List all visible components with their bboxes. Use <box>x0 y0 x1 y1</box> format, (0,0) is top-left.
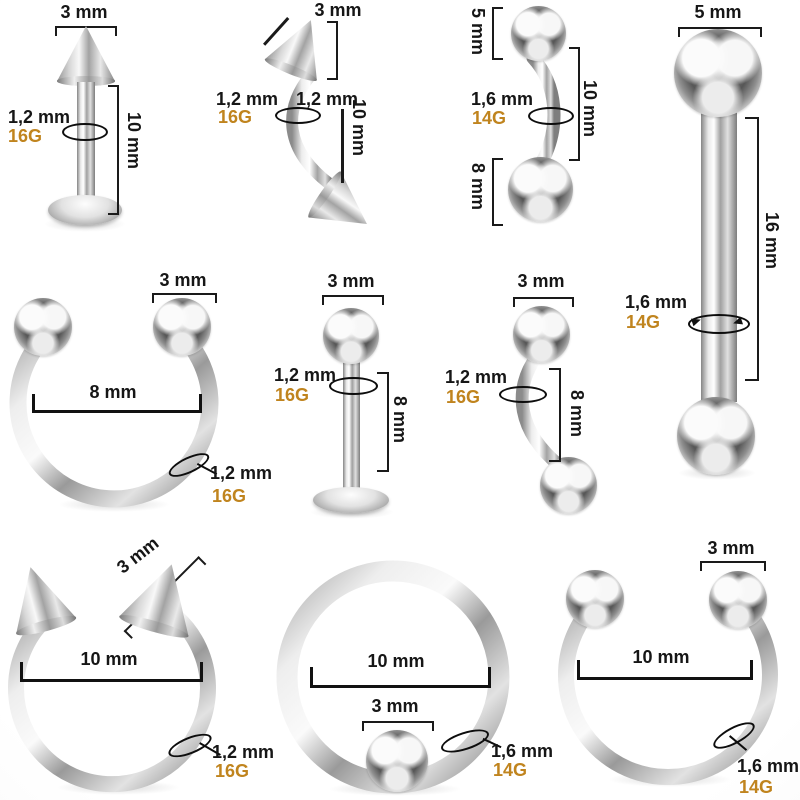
dim-label-thickness: 1,2 mm <box>216 89 279 109</box>
ball-bottom <box>508 157 573 222</box>
dim-label-ball: 3 mm <box>371 696 419 716</box>
dim-gap-line <box>20 662 203 682</box>
dim-bracket <box>513 297 574 307</box>
curved-shaft <box>286 70 337 191</box>
dim-label-thickness: 1,2 mm <box>210 463 273 483</box>
gauge-label: 14G <box>472 108 507 128</box>
diameter-ellipse-icon <box>499 386 547 403</box>
gauge-label: 16G <box>446 387 481 407</box>
gauge-label: 16G <box>275 385 310 405</box>
dim-bracket <box>745 117 759 381</box>
horseshoe-ring <box>558 597 778 786</box>
labret-disc-base <box>48 195 122 225</box>
dim-bracket <box>152 293 217 303</box>
ball-left <box>14 298 72 356</box>
gauge-label: 14G <box>626 312 661 332</box>
ball-right <box>153 298 211 356</box>
dim-bracket <box>377 372 389 472</box>
diameter-ellipse-icon <box>62 123 108 141</box>
gauge-label: 16G <box>212 486 247 506</box>
dim-label-ball: 3 mm <box>159 270 207 290</box>
dim-label-thickness: 1,6 mm <box>471 89 534 109</box>
dim-label-bottom-ball: 8 mm <box>467 163 488 211</box>
dim-label-top-ball: 5 mm <box>694 2 742 22</box>
dim-gap-line <box>310 667 491 688</box>
dim-label-thickness: 1,2 mm <box>445 367 508 387</box>
curved-shaft <box>515 349 567 473</box>
dim-label-length: 8 mm <box>389 396 410 444</box>
dim-bracket <box>492 158 503 226</box>
dim-label-thickness: 1,2 mm <box>296 89 359 109</box>
dim-bracket <box>549 368 561 462</box>
ball-bottom <box>540 457 597 514</box>
dim-bracket <box>700 561 766 571</box>
ball-top <box>511 6 566 61</box>
gauge-label: 16G <box>218 107 253 127</box>
dim-label-thickness: 1,6 mm <box>625 292 688 312</box>
dim-label-length: 10 mm <box>123 112 144 170</box>
dim-label-thickness: 1,6 mm <box>737 756 800 776</box>
gauge-label: 14G <box>493 760 528 780</box>
dim-bracket <box>569 47 580 161</box>
dim-bracket <box>678 27 762 37</box>
diameter-ellipse-icon <box>528 107 574 125</box>
captive-ball <box>366 730 428 792</box>
dim-label-length: 10 mm <box>348 99 369 157</box>
dim-label-thickness: 1,2 mm <box>212 742 275 762</box>
spike-cone <box>57 26 115 86</box>
gauge-label: 16G <box>8 126 43 146</box>
horseshoe-ring <box>8 612 216 793</box>
dim-label-thickness: 1,6 mm <box>491 741 554 761</box>
shaft <box>701 110 737 402</box>
dim-bracket <box>108 85 119 215</box>
dim-bracket <box>327 21 338 80</box>
diameter-ellipse-icon <box>275 107 321 124</box>
ball-top <box>513 306 570 363</box>
dim-label-thickness: 1,2 mm <box>8 107 71 127</box>
dim-gap-line <box>32 394 202 413</box>
ball-bottom <box>677 397 755 475</box>
dim-label-thickness: 1,2 mm <box>274 365 337 385</box>
ball-top <box>674 29 762 117</box>
ball-left <box>566 570 624 628</box>
dim-label-width: 3 mm <box>60 2 108 22</box>
dim-label-gap: 10 mm <box>632 647 690 667</box>
dim-bracket <box>492 7 503 60</box>
dim-line <box>341 109 344 183</box>
shaft <box>77 82 95 204</box>
dim-label-length: 10 mm <box>579 80 600 138</box>
dim-label-ball: 3 mm <box>517 271 565 291</box>
dim-label-gap: 10 mm <box>80 649 138 669</box>
dim-bracket <box>362 721 434 731</box>
dim-label-ball: 3 mm <box>327 271 375 291</box>
dim-label-top-ball: 5 mm <box>467 8 488 56</box>
gauge-label: 16G <box>215 761 250 781</box>
diameter-ellipse-icon <box>688 314 750 334</box>
dim-label-length: 16 mm <box>761 212 782 270</box>
ball-top <box>323 308 379 364</box>
dim-label-ball: 3 mm <box>707 538 755 558</box>
horseshoe-ring <box>9 324 219 508</box>
gauge-label: 14G <box>739 777 774 797</box>
diameter-ellipse-icon <box>329 377 378 395</box>
dim-gap-line <box>577 660 753 680</box>
ball-right <box>709 571 767 629</box>
dim-label-length: 8 mm <box>566 390 587 438</box>
dim-label-diameter: 10 mm <box>367 651 425 671</box>
labret-disc-base <box>313 487 389 513</box>
dim-bracket <box>322 295 384 305</box>
dim-label-gap: 8 mm <box>89 382 137 402</box>
dim-label-width: 3 mm <box>314 0 362 20</box>
